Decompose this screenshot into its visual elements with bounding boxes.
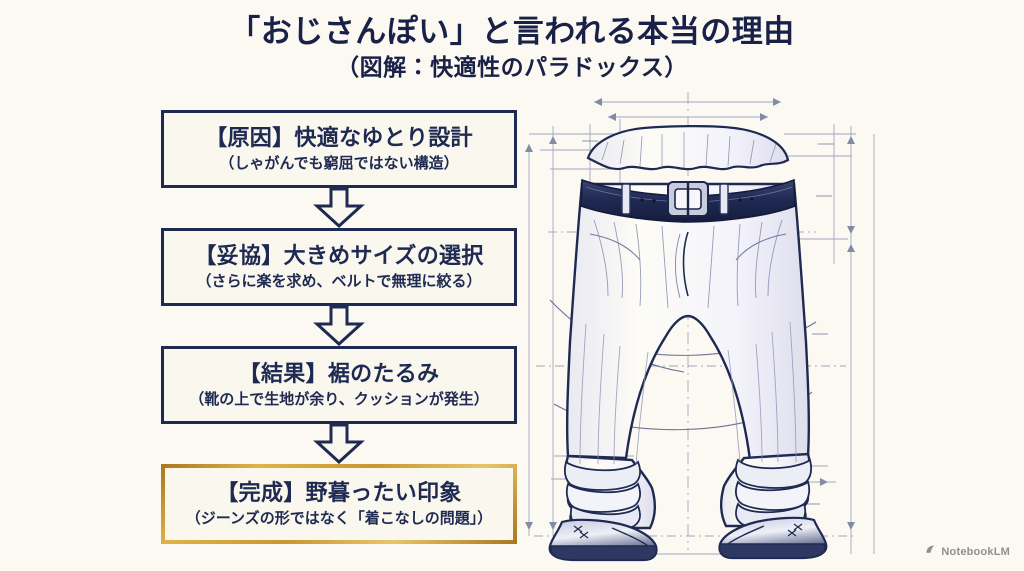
belt-keeper-right [719,183,729,215]
down-arrow-icon [313,306,365,346]
flowchart: 【原因】快適なゆとり設計 （しゃがんでも窮屈ではない構造） 【妥協】大きめサイズ… [161,110,517,544]
waistband-gathered [586,125,790,171]
flow-connector-1 [161,188,517,228]
flow-step-result-label: 【結果】裾のたるみ [238,361,440,387]
flow-step-conclusion-label: 【完成】野暮ったい印象 [216,480,462,506]
shoe-right-laces [787,523,803,537]
belt-keeper-left [621,183,631,215]
down-arrow-icon [313,188,365,228]
flow-step-conclusion: 【完成】野暮ったい印象 （ジーンズの形ではなく「着こなしの問題」） [161,464,517,544]
shoe-right-sole [718,543,826,559]
page-title: 「おじさんぽい」と言われる本当の理由 [229,14,795,49]
flow-step-result-detail: （靴の上で生地が余り、クッションが発生） [189,390,489,408]
notebooklm-logo-icon [924,543,937,561]
notebooklm-watermark-text: NotebookLM [941,546,1010,558]
flow-step-conclusion-detail: （ジーンズの形ではなく「着こなしの問題」） [185,509,493,527]
flow-step-cause: 【原因】快適なゆとり設計 （しゃがんでも窮屈ではない構造） [161,110,517,188]
jeans-fly [682,231,689,297]
flow-connector-2 [161,306,517,346]
jeans-garment [563,125,813,533]
belt-holes [640,197,754,203]
notebooklm-watermark: NotebookLM [924,543,1010,561]
shoe-right-toecap [727,525,765,545]
shoe-right [718,516,828,560]
flow-step-cause-detail: （しゃがんでも窮屈ではない構造） [219,154,459,172]
baggy-jeans-blueprint-illustration [516,84,1024,562]
flow-step-cause-label: 【原因】快適なゆとり設計 [205,125,473,151]
shoe-left [548,518,658,562]
waist-gather-folds [593,219,783,309]
title-block: 「おじさんぽい」と言われる本当の理由 （図解：快適性のパラドックス） [0,14,1024,81]
flow-step-compromise-label: 【妥協】大きめサイズの選択 [194,243,484,269]
page-subtitle: （図解：快適性のパラドックス） [336,53,688,80]
pocket-left [589,233,641,261]
pocket-right [735,233,787,261]
jeans-blueprint-svg [525,92,875,562]
flow-step-result: 【結果】裾のたるみ （靴の上で生地が余り、クッションが発生） [161,346,517,424]
flow-step-compromise: 【妥協】大きめサイズの選択 （さらに楽を求め、ベルトで無理に絞る） [161,228,517,306]
down-arrow-icon [313,424,365,464]
jeans-body [565,182,811,462]
flow-connector-3 [161,424,517,464]
flow-step-compromise-detail: （さらに楽を求め、ベルトで無理に絞る） [196,272,482,290]
shoe-left-sole [550,545,658,561]
fabric-drape-lines [579,321,797,465]
shoe-left-toecap [611,527,649,547]
shoe-left-laces [573,525,589,539]
